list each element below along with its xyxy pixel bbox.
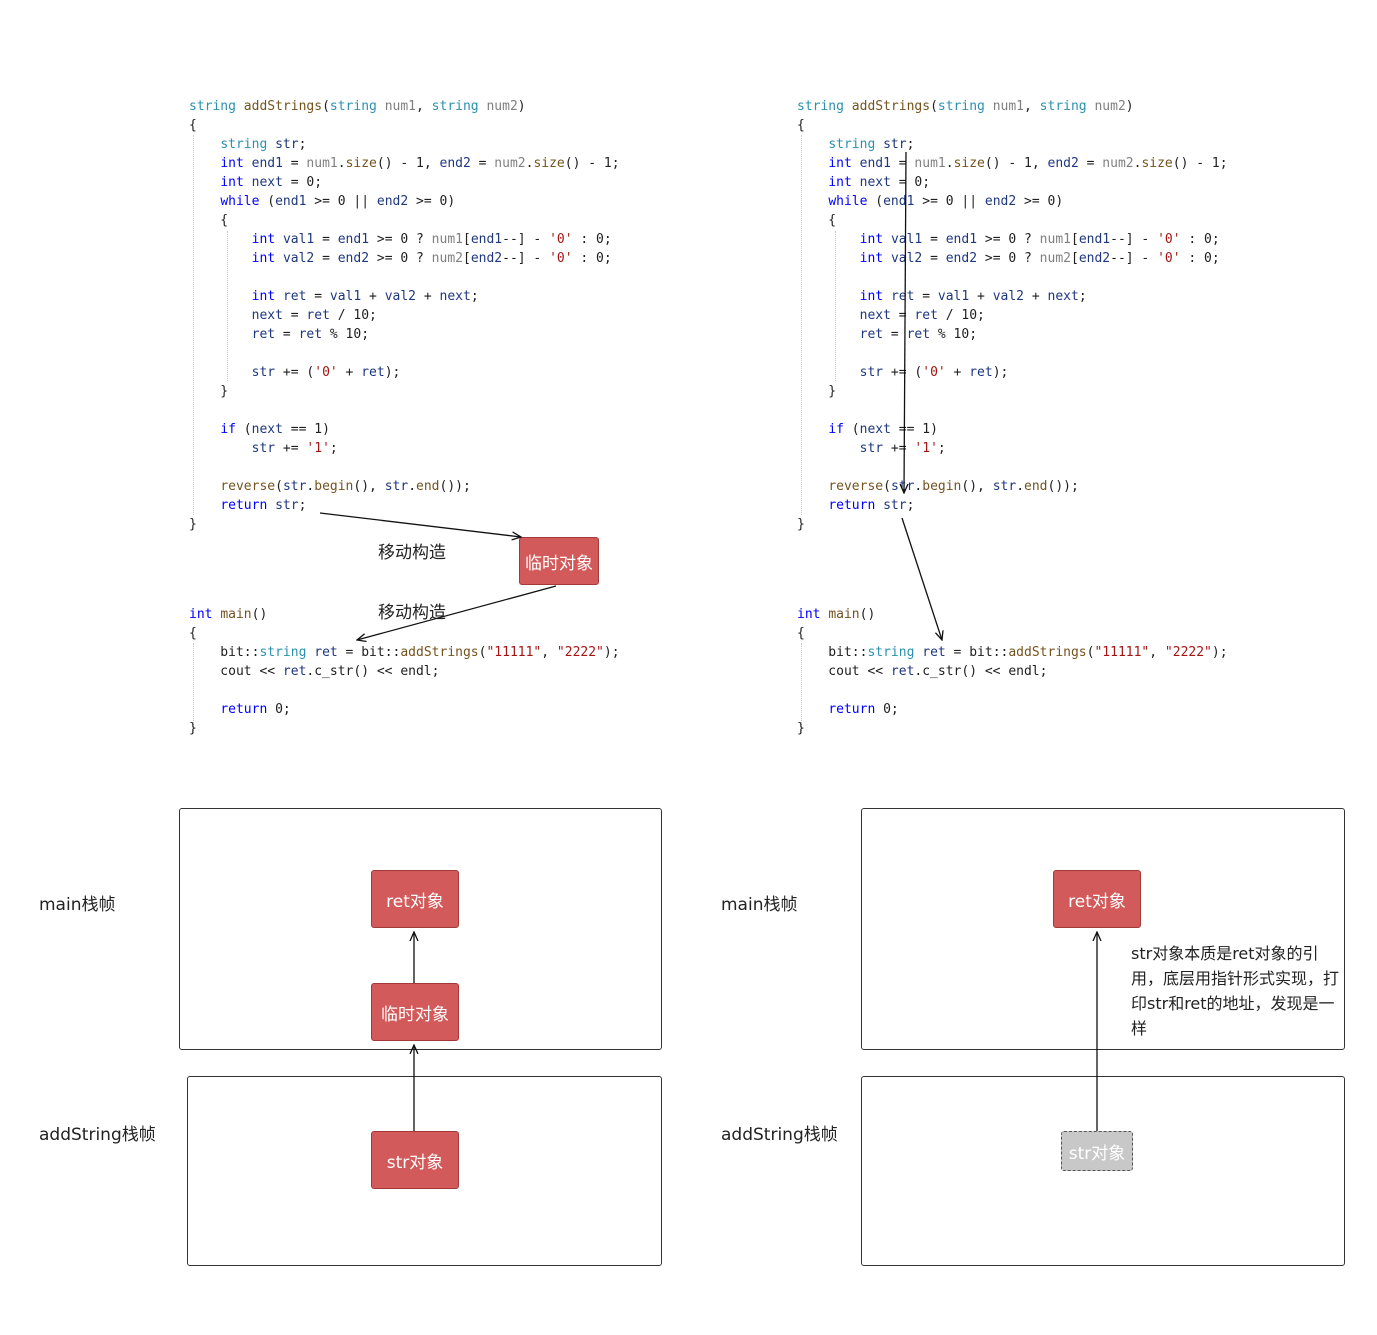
right-code-line-18: if (next == 1) [828, 422, 938, 437]
right-code-line-13: ret = ret % 10; [859, 327, 978, 342]
left-main-line-4: cout << ret.c_str() << endl; [189, 664, 440, 679]
right-code-line-6: while (end1 >= 0 || end2 >= 0) [828, 194, 1064, 209]
right-code-line-8: int val1 = end1 >= 0 ? num1[end1--] - '0… [859, 232, 1220, 247]
left-main-line-2: { [189, 626, 197, 641]
right-code-line-3: string str; [828, 137, 915, 152]
arrow-temp-to-ret [357, 585, 557, 640]
right-code-line-9: int val2 = end2 >= 0 ? num2[end2--] - '0… [859, 251, 1220, 266]
arrow-str-to-temp [319, 512, 521, 537]
right-code-line-23: } [797, 517, 805, 532]
left-code-line-16: } [189, 384, 229, 399]
left-code-line-11: int ret = val1 + val2 + next; [251, 289, 479, 304]
left-main-line-7: } [189, 721, 197, 736]
left-code-line-12: next = ret / 10; [251, 308, 377, 323]
right-main-line-6: return 0; [828, 702, 899, 717]
left-main-line-1: int main() [189, 607, 268, 622]
right-main-line-3: bit::string ret = bit::addStrings("11111… [797, 645, 1228, 660]
right-code-line-11: int ret = val1 + val2 + next; [859, 289, 1087, 304]
left-main-line-3: bit::string ret = bit::addStrings("11111… [189, 645, 620, 660]
left-code-line-9: int val2 = end2 >= 0 ? num2[end2--] - '0… [251, 251, 612, 266]
right-main-frame-label: main栈帧 [721, 895, 798, 915]
left-code-line-23: } [189, 517, 197, 532]
left-code-line-15: str += ('0' + ret); [251, 365, 401, 380]
right-main-line-4: cout << ret.c_str() << endl; [797, 664, 1048, 679]
left-code-line-3: string str; [220, 137, 307, 152]
right-code-line-15: str += ('0' + ret); [859, 365, 1009, 380]
right-code-line-19: str += '1'; [859, 441, 946, 456]
temp-object-box: 临时对象 [519, 537, 599, 585]
right-code-line-5: int next = 0; [828, 175, 931, 190]
right-main-code: int main(){ bit::string ret = bit::addSt… [797, 605, 1277, 745]
right-main-line-7: } [797, 721, 805, 736]
right-str-object-ghost-box: str对象 [1061, 1131, 1133, 1171]
left-ret-object-box: ret对象 [371, 870, 459, 928]
right-code-line-22: return str; [828, 498, 915, 513]
left-addstrings-code: string addStrings(string num1, string nu… [189, 97, 669, 537]
left-code-line-19: str += '1'; [251, 441, 338, 456]
right-code-line-12: next = ret / 10; [859, 308, 985, 323]
right-code-line-16: } [797, 384, 837, 399]
left-addstring-frame-label: addString栈帧 [39, 1125, 156, 1145]
left-code-line-13: ret = ret % 10; [251, 327, 370, 342]
left-code-line-1: string addStrings(string num1, string nu… [189, 99, 526, 114]
right-code-line-4: int end1 = num1.size() - 1, end2 = num2.… [828, 156, 1228, 171]
left-code-line-5: int next = 0; [220, 175, 323, 190]
right-main-line-2: { [797, 626, 805, 641]
right-code-line-2: { [797, 118, 805, 133]
right-code-line-21: reverse(str.begin(), str.end()); [828, 479, 1079, 494]
arrow-return-str-to-ret [901, 517, 942, 640]
left-main-code: int main(){ bit::string ret = bit::addSt… [189, 605, 669, 745]
right-addstring-frame-label: addString栈帧 [721, 1125, 838, 1145]
left-main-frame-label: main栈帧 [39, 895, 116, 915]
move-construct-label-2: 移动构造 [378, 603, 446, 623]
right-ret-object-box: ret对象 [1053, 870, 1141, 928]
right-main-stack-frame [861, 808, 1345, 1050]
right-main-line-1: int main() [797, 607, 876, 622]
right-code-line-1: string addStrings(string num1, string nu… [797, 99, 1134, 114]
right-addstrings-code: string addStrings(string num1, string nu… [797, 97, 1277, 537]
left-temp-object-box: 临时对象 [371, 983, 459, 1041]
left-code-line-2: { [189, 118, 197, 133]
left-str-object-box: str对象 [371, 1131, 459, 1189]
left-main-line-6: return 0; [220, 702, 291, 717]
reference-explanation-note: str对象本质是ret对象的引用，底层用指针形式实现，打印str和ret的地址，… [1131, 944, 1340, 1038]
right-addstring-stack-frame [861, 1076, 1345, 1266]
move-construct-label-1: 移动构造 [378, 543, 446, 563]
left-code-line-4: int end1 = num1.size() - 1, end2 = num2.… [220, 156, 620, 171]
left-code-line-6: while (end1 >= 0 || end2 >= 0) [220, 194, 456, 209]
left-code-line-21: reverse(str.begin(), str.end()); [220, 479, 471, 494]
right-code-line-7: { [797, 213, 837, 228]
arrow-str-decl-to-reverse [904, 151, 906, 493]
left-code-line-18: if (next == 1) [220, 422, 330, 437]
left-code-line-22: return str; [220, 498, 307, 513]
left-code-line-7: { [189, 213, 229, 228]
left-code-line-8: int val1 = end1 >= 0 ? num1[end1--] - '0… [251, 232, 612, 247]
